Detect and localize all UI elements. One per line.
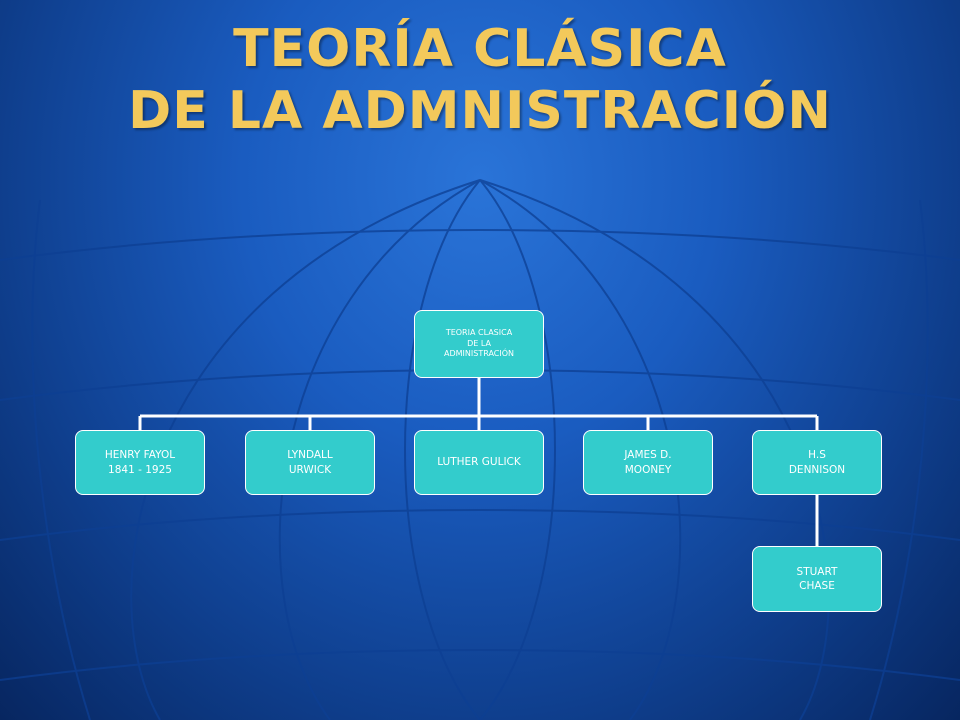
org-node-luther-gulick: LUTHER GULICK — [414, 430, 544, 495]
slide-title: TEORÍA CLÁSICA DE LA ADMNISTRACIÓN — [0, 18, 960, 142]
org-node-james-mooney: JAMES D. MOONEY — [583, 430, 713, 495]
org-node-stuart-chase: STUART CHASE — [752, 546, 882, 612]
org-node-lyndall-urwick: LYNDALL URWICK — [245, 430, 375, 495]
title-line-1: TEORÍA CLÁSICA — [233, 19, 727, 79]
org-node-root: TEORIA CLASICA DE LA ADMINISTRACIÓN — [414, 310, 544, 378]
title-line-2: DE LA ADMNISTRACIÓN — [128, 81, 832, 141]
org-node-henry-fayol: HENRY FAYOL 1841 - 1925 — [75, 430, 205, 495]
org-node-hs-dennison: H.S DENNISON — [752, 430, 882, 495]
